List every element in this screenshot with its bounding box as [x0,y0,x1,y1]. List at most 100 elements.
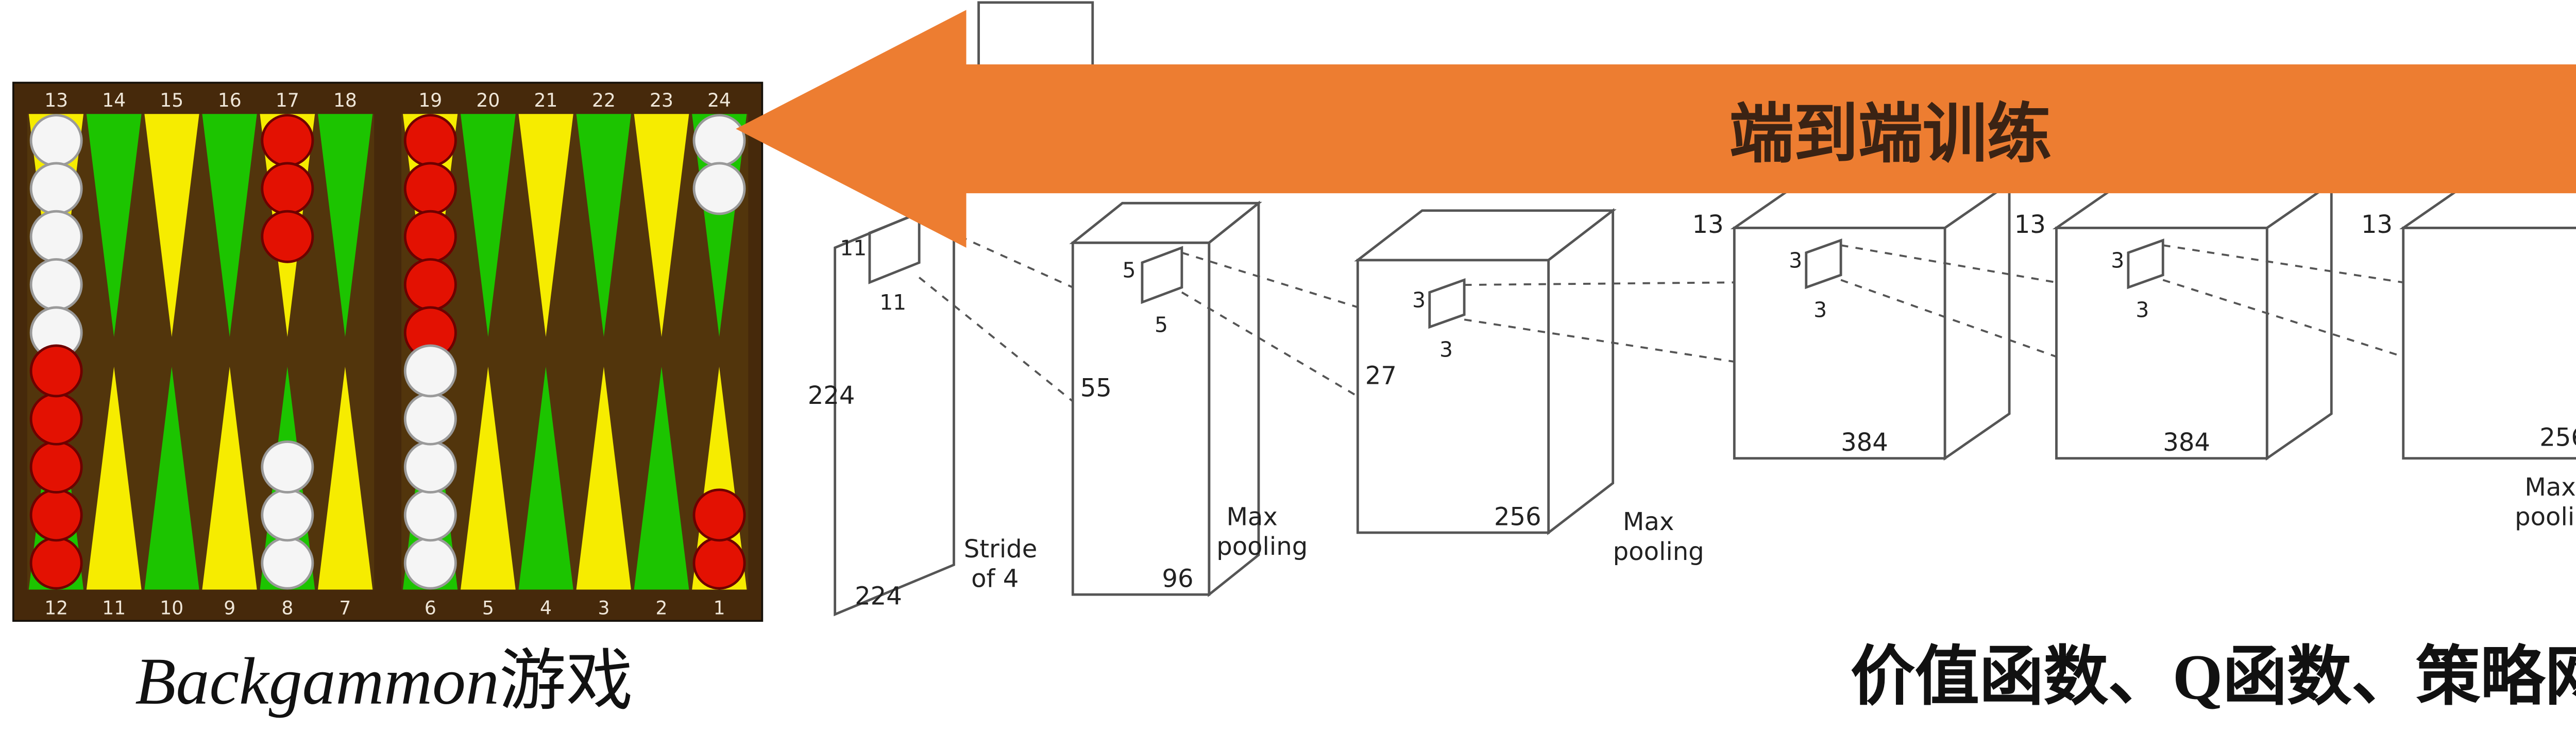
cnn-label-conv2-size: 27 [1365,361,1397,390]
point-number: 5 [482,598,494,619]
checker-white [29,114,83,167]
board-point-bottom [317,366,373,590]
checker-red [403,162,457,215]
cnn-label-input-height: 224 [808,381,855,410]
cnn-label-conv3-depth: 384 [1841,428,1888,457]
checker-white [403,344,457,398]
board-right-half [401,114,749,590]
cnn-architecture-diagram: 11 11 224 224 Stride of 4 55 5 5 96 Max … [808,1,2576,617]
cnn-label-conv2-filter-b: 3 [1439,337,1453,362]
checker-white [403,536,457,590]
board-caption: Backgammon游戏 [0,627,768,724]
cnn-label-conv5-depth: 256 [2539,423,2576,452]
point-number: 22 [592,90,616,111]
checker-white [29,210,83,263]
point-number: 14 [102,90,126,111]
board-point-bottom [86,366,142,590]
cnn-label-pool3-1: Max [2524,473,2575,502]
checker-white [261,440,314,494]
board-point-top [576,114,631,337]
checker-red [403,114,457,167]
network-caption: 价值函数、Q函数、策略网络的近似器 [1850,641,2576,713]
checker-red [29,536,83,590]
checker-red [692,536,746,590]
board-point-bottom [144,366,199,590]
checker-red [29,488,83,542]
point-number: 4 [540,598,552,619]
point-number: 9 [224,598,235,619]
checker-red [261,114,314,167]
cnn-conv2-layer: 27 3 3 256 Max pooling [1354,208,1704,566]
end-to-end-arrow-svg [736,10,2576,248]
point-number: 7 [339,598,351,619]
cnn-label-conv2-depth: 256 [1494,503,1541,532]
end-to-end-arrow: 端到端训练 [726,5,2576,253]
cnn-label-pool3-2: pooling [2515,503,2576,532]
point-number: 10 [160,598,183,619]
board-point-top [86,114,142,337]
board-point-bottom [634,366,689,590]
board-point-top [202,114,257,337]
checker-red [403,210,457,263]
board-point-top [317,114,373,337]
cropped-figure-box [977,1,1094,69]
cnn-label-conv5-size: 13 [2361,210,2393,239]
cnn-label-pool1-1: Max [1226,503,1277,532]
board-caption-cjk: 游戏 [499,644,633,719]
point-number: 6 [425,598,436,619]
checker-white [29,258,83,312]
point-number: 17 [276,90,299,111]
cnn-label-conv4-filter-a: 3 [2111,248,2124,273]
checker-red [403,258,457,312]
point-number: 8 [281,598,293,619]
cnn-label-conv3-size: 13 [1692,210,1724,239]
cnn-label-conv4-filter-b: 3 [2136,298,2149,322]
board-point-top [634,114,689,337]
cnn-label-conv1-filter-a: 5 [1122,258,1136,283]
point-number: 13 [44,90,68,111]
checker-red [692,488,746,542]
point-number: 3 [598,598,609,619]
point-number: 12 [44,598,68,619]
point-number: 23 [650,90,673,111]
cnn-input-layer: 11 11 224 224 Stride of 4 [808,196,1038,617]
point-number: 24 [707,90,731,111]
board-point-top [518,114,573,337]
board-point-bottom [576,366,631,590]
board-point-bottom [518,366,573,590]
checker-red [261,210,314,263]
cnn-label-input-width: 224 [855,582,902,610]
end-to-end-arrow-shape [736,10,2576,248]
board-point-top [460,114,516,337]
point-number: 1 [714,598,725,619]
cnn-label-stride-1: Stride [964,535,1038,564]
cnn-label-conv2-filter-a: 3 [1412,287,1426,312]
checker-white [692,162,746,215]
cnn-label-conv1-filter-b: 5 [1155,312,1168,337]
point-number: 18 [333,90,357,111]
cnn-conv5-layer: 13 256 Max pooling [2361,182,2576,532]
cnn-label-filter11-a: 11 [840,235,867,260]
checker-white [261,536,314,590]
cnn-label-conv4-depth: 384 [2163,428,2210,457]
arrow-label: 端到端训练 [1729,97,2052,170]
cnn-connection-lines [918,217,2404,402]
cnn-label-conv1-depth: 96 [1162,565,1193,593]
cnn-conv4-layer: 13 3 3 384 [2014,181,2335,461]
checker-white [29,162,83,215]
board-point-top [144,114,199,337]
cnn-label-filter11-b: 11 [879,290,906,315]
checker-red [29,344,83,398]
cnn-label-conv3-filter-a: 3 [1789,248,1802,273]
cnn-label-conv3-filter-b: 3 [1814,298,1827,322]
board-point-bottom [202,366,257,590]
checker-red [261,162,314,215]
point-number: 16 [218,90,242,111]
checker-white [403,488,457,542]
cnn-label-conv1-size: 55 [1080,373,1112,402]
point-number: 21 [534,90,557,111]
point-number: 19 [418,90,442,111]
cnn-conv1-layer: 55 5 5 96 Max pooling [1069,200,1308,598]
